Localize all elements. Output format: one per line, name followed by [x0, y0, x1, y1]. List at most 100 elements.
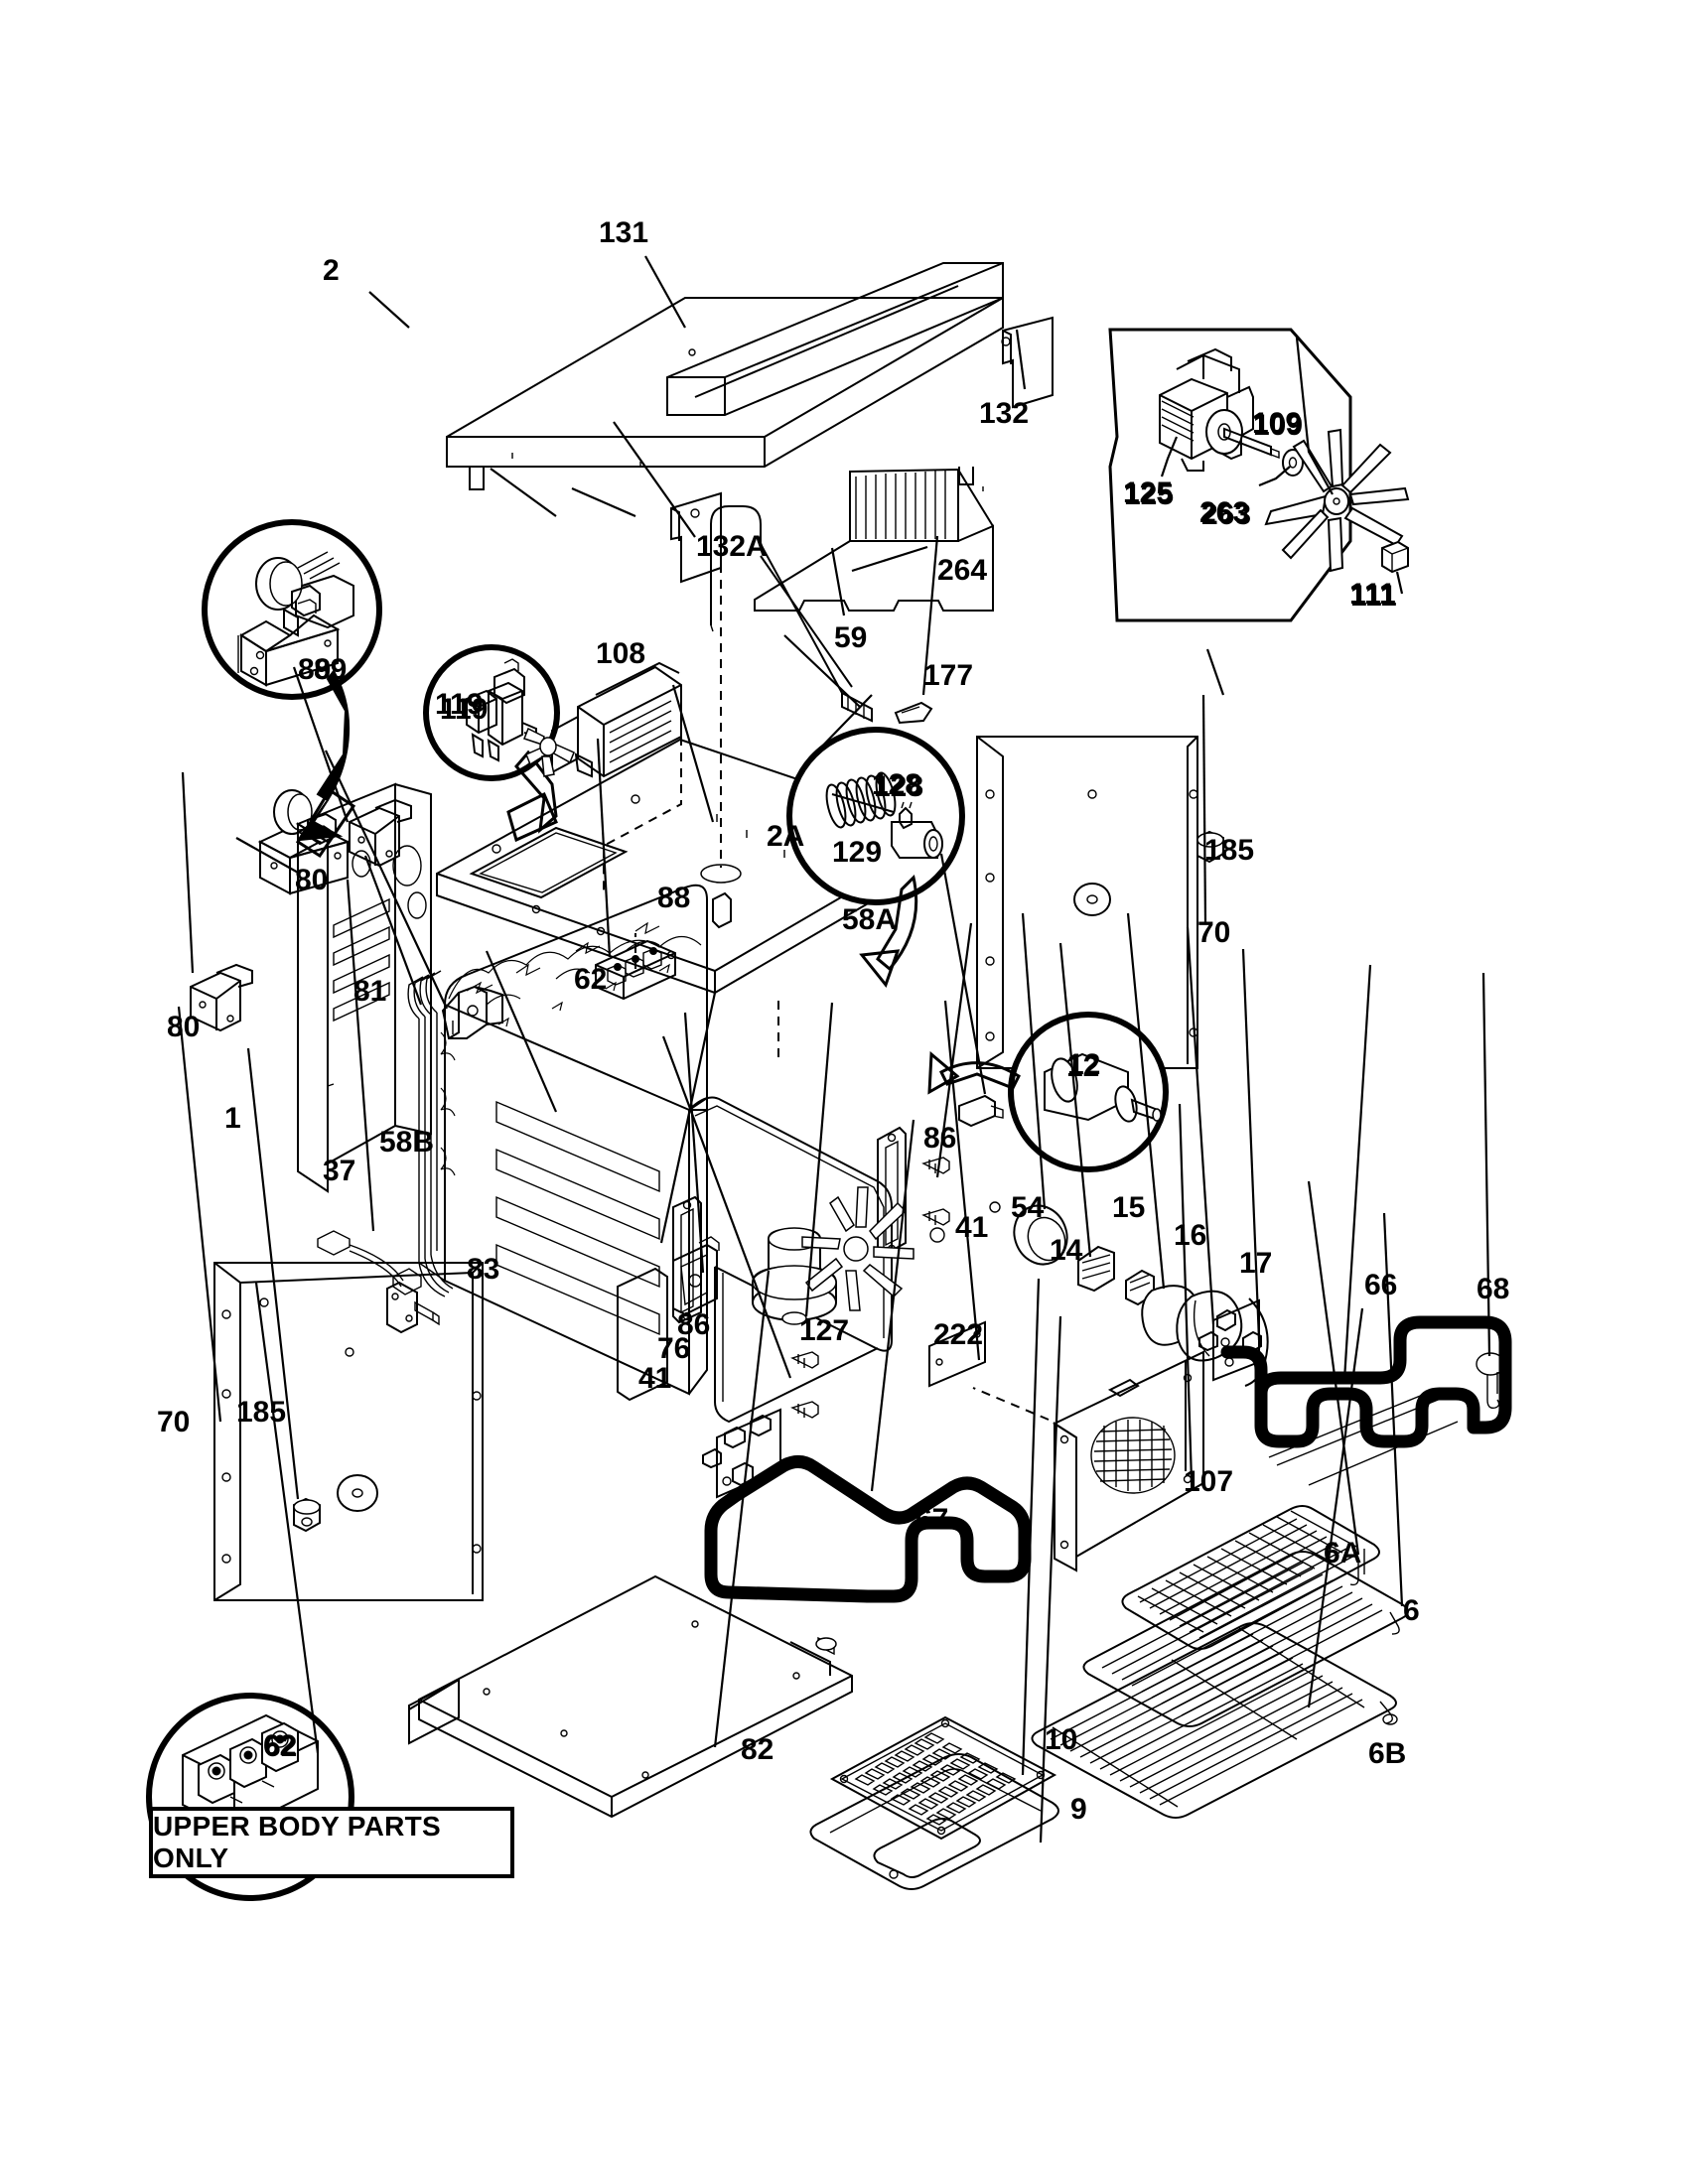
callout-131: 131	[599, 216, 649, 249]
detail-circle-89	[202, 519, 382, 859]
part-convection-fan-blade	[1264, 428, 1410, 573]
detail-label-119: 119	[440, 693, 489, 726]
inset-label-263: 263	[1199, 496, 1250, 529]
callout-177: 177	[923, 659, 974, 692]
part-hinge-screw-left	[790, 1351, 819, 1419]
part-light-gasket	[1013, 1204, 1068, 1266]
part-hinge-screw-right	[921, 1157, 950, 1226]
part-door-lock-motor-assembly	[237, 551, 354, 687]
part-door-hinge-left	[617, 1195, 702, 1402]
callout-89: 89	[298, 653, 332, 686]
part-light-socket	[1077, 1245, 1115, 1293]
part-top-panel	[446, 297, 1004, 490]
part-sensor-installed	[958, 1094, 1004, 1128]
part-broiler-pan-insert	[829, 1715, 1057, 1841]
callout-41-left: 41	[638, 1362, 672, 1395]
callout-70-left: 70	[157, 1406, 191, 1438]
blower-fan-blades	[523, 727, 575, 777]
callout-17: 17	[1239, 1247, 1273, 1280]
callout-127: 127	[799, 1314, 850, 1347]
part-side-bracket-right	[1001, 316, 1054, 409]
part-inner-convection-fan	[801, 1186, 914, 1311]
callout-128: 128	[874, 770, 924, 803]
detail-circle-119	[423, 644, 560, 843]
callout-132: 132	[979, 397, 1030, 430]
callout-185-right: 185	[1204, 834, 1255, 867]
detail-circle-12	[927, 1012, 1169, 1172]
inset-box-fan-motor	[1108, 328, 1410, 622]
callout-16: 16	[1174, 1219, 1207, 1252]
part-flat-oven-rack	[1031, 1622, 1398, 1819]
alignment-lines	[603, 516, 1050, 1421]
callout-15: 15	[1112, 1191, 1146, 1224]
callout-129: 129	[832, 836, 883, 869]
callout-109: 109	[1253, 409, 1304, 442]
callout-81: 81	[353, 975, 387, 1008]
callout-125: 125	[1124, 478, 1175, 511]
part-side-panel-plug-right	[1073, 830, 1224, 916]
callout-70-right: 70	[1197, 916, 1231, 949]
callout-6: 6	[1403, 1594, 1420, 1627]
part-terminal-block-detail	[182, 1713, 319, 1833]
part-blower-assembly	[523, 661, 682, 778]
callout-222: 222	[933, 1318, 984, 1351]
callout-10: 10	[1045, 1723, 1078, 1756]
part-light-lens-cover	[1176, 1290, 1243, 1362]
part-front-frame	[295, 782, 432, 1193]
part-lock-catch	[441, 985, 503, 1039]
part-convection-fan-baffle	[1052, 1350, 1204, 1572]
callout-6B: 6B	[1368, 1737, 1407, 1770]
callout-66: 66	[1364, 1269, 1398, 1301]
part-relay-switch	[466, 658, 537, 762]
part-fan-blade-nut	[1381, 540, 1409, 574]
callout-1: 1	[224, 1102, 241, 1135]
part-latch-spring	[825, 771, 897, 829]
part-mesh-oven-rack	[1121, 1505, 1380, 1650]
callout-83: 83	[467, 1253, 500, 1286]
inset-label-111: 111	[1349, 578, 1396, 611]
detail-label-128: 128	[872, 768, 922, 801]
callout-58B: 58B	[379, 1126, 435, 1159]
part-vent-grille	[754, 468, 994, 612]
callout-80-lower: 80	[167, 1011, 201, 1043]
callout-119: 119	[435, 688, 484, 721]
part-side-panel-plug-left	[293, 1474, 378, 1533]
callout-37: 37	[323, 1155, 356, 1187]
callout-264: 264	[937, 554, 988, 587]
callout-6A: 6A	[1324, 1537, 1362, 1570]
inset-label-125: 125	[1123, 477, 1174, 509]
detail-label-12: 12	[1067, 1048, 1101, 1081]
callout-2: 2	[323, 254, 340, 287]
callout-58A: 58A	[842, 903, 898, 936]
part-hinge-bracket	[672, 1236, 720, 1316]
note-text: UPPER BODY PARTS ONLY	[153, 1811, 442, 1873]
callout-68: 68	[1477, 1273, 1510, 1305]
detail-circle-128-129	[786, 727, 965, 989]
callout-108: 108	[596, 637, 646, 670]
detail-label-89: 89	[314, 653, 348, 686]
callout-86-right: 86	[923, 1122, 957, 1155]
callout-86-left: 86	[677, 1308, 711, 1341]
arrow-89	[316, 669, 350, 802]
callout-62-deck: 62	[574, 963, 608, 996]
callout-41-right: 41	[955, 1211, 989, 1244]
leader-lines	[177, 255, 1491, 1843]
part-latch-sleeve	[891, 801, 943, 859]
callout-132A: 132A	[696, 530, 768, 563]
part-temperature-sensor	[1044, 1052, 1162, 1123]
callout-263: 263	[1201, 498, 1252, 531]
part-side-bracket-left	[670, 491, 722, 584]
callout-76: 76	[657, 1332, 691, 1365]
callout-80-upper: 80	[295, 864, 329, 896]
part-lock-bracket-lower	[190, 963, 253, 1032]
upper-body-parts-note: UPPER BODY PARTS ONLY	[149, 1807, 514, 1878]
callout-54: 54	[1011, 1191, 1045, 1224]
part-oven-temperature-probe	[710, 505, 873, 723]
part-bottom-panel	[408, 1574, 853, 1819]
part-lock-bracket-upper	[349, 798, 412, 868]
baffle-mesh	[1090, 1417, 1176, 1494]
callout-9: 9	[1070, 1793, 1087, 1826]
inset-label-109: 109	[1252, 407, 1303, 440]
callout-185-left: 185	[236, 1396, 287, 1429]
